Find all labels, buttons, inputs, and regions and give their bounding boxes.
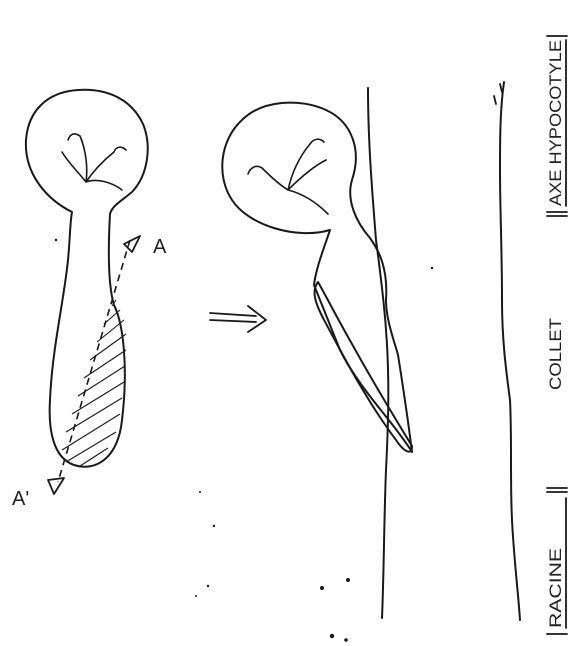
stem-wall-right	[500, 82, 520, 620]
grafted-seedling	[222, 103, 412, 452]
divider-collet-racine	[547, 488, 567, 492]
section-scale: AXE HYPOCOTYLE COLLET RACINE	[547, 36, 567, 634]
graft-flap	[315, 282, 412, 452]
label-hypocotyl: AXE HYPOCOTYLE	[547, 40, 565, 206]
label-root: RACINE	[547, 548, 565, 628]
stem-wall-right-detail	[494, 84, 502, 104]
stem-wall-left	[368, 88, 388, 618]
seedling-outline	[26, 90, 148, 467]
arrow-head-a	[124, 236, 140, 252]
label-collar: COLLET	[547, 318, 565, 390]
label-a: A	[153, 236, 167, 258]
leaf-veins-right	[248, 139, 328, 214]
divider-hypocotyl-collet	[547, 212, 567, 216]
seedling-left: A A'	[12, 90, 167, 510]
label-a-prime: A'	[12, 488, 29, 510]
leaf-veins-left	[62, 134, 126, 190]
arrow-head-a-prime	[48, 478, 64, 494]
transform-arrow	[210, 306, 266, 332]
